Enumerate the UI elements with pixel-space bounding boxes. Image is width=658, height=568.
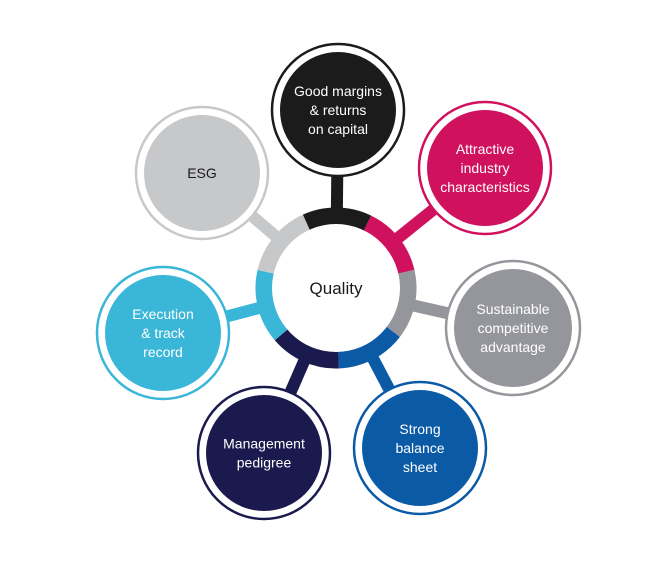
node-label-management-pedigree: pedigree (237, 455, 292, 471)
node-disc-esg (144, 115, 260, 231)
connectors (217, 167, 457, 403)
node-disc-attractive-industry (427, 110, 543, 226)
node-label-attractive-industry: industry (460, 160, 509, 176)
node-disc-strong-balance-sheet (362, 390, 478, 506)
node-sustainable-advantage: Sustainable competitive advantage (444, 259, 582, 397)
node-disc-good-margins (280, 52, 396, 168)
node-disc-sustainable-advantage (454, 269, 572, 387)
node-disc-management-pedigree (206, 395, 322, 511)
connector-attractive-industry (391, 199, 444, 246)
node-label-sustainable-advantage: competitive (478, 320, 549, 336)
node-label-execution-track-record: Execution (132, 306, 193, 322)
center-circle (272, 224, 400, 352)
ring-segment-execution-track-record (255, 269, 288, 341)
node-label-attractive-industry: Attractive (456, 141, 515, 157)
node-label-execution-track-record: record (143, 344, 183, 360)
node-label-esg: ESG (187, 165, 217, 181)
ring-segment-management-pedigree (274, 329, 339, 369)
node-label-good-margins: on capital (308, 121, 368, 137)
node-label-attractive-industry: characteristics (440, 179, 529, 195)
center-ring (255, 207, 417, 369)
node-disc-execution-track-record (105, 275, 221, 391)
node-label-good-margins: & returns (310, 102, 367, 118)
node-attractive-industry: Attractive industry characteristics (417, 100, 553, 236)
node-strong-balance-sheet: Strong balance sheet (352, 380, 488, 516)
node-label-management-pedigree: Management (223, 436, 305, 452)
node-label-strong-balance-sheet: balance (395, 440, 444, 456)
ring-segment-good-margins (302, 207, 372, 232)
node-label-sustainable-advantage: advantage (480, 339, 546, 355)
node-execution-track-record: Execution & track record (95, 265, 231, 401)
node-good-margins: Good margins & returns on capital (270, 42, 406, 178)
node-management-pedigree: Management pedigree (196, 385, 332, 521)
center-hub: Quality (272, 224, 400, 352)
center-label: Quality (310, 279, 363, 298)
ring-segment-attractive-industry (363, 215, 415, 274)
node-label-sustainable-advantage: Sustainable (476, 301, 549, 317)
node-esg: ESG (134, 105, 270, 241)
ring-segment-strong-balance-sheet (337, 326, 400, 369)
node-label-good-margins: Good margins (294, 83, 382, 99)
node-label-strong-balance-sheet: Strong (399, 421, 440, 437)
ring-segment-sustainable-advantage (386, 269, 417, 338)
ring-segment-esg (257, 214, 311, 275)
node-label-strong-balance-sheet: sheet (403, 459, 437, 475)
node-label-execution-track-record: & track (141, 325, 186, 341)
